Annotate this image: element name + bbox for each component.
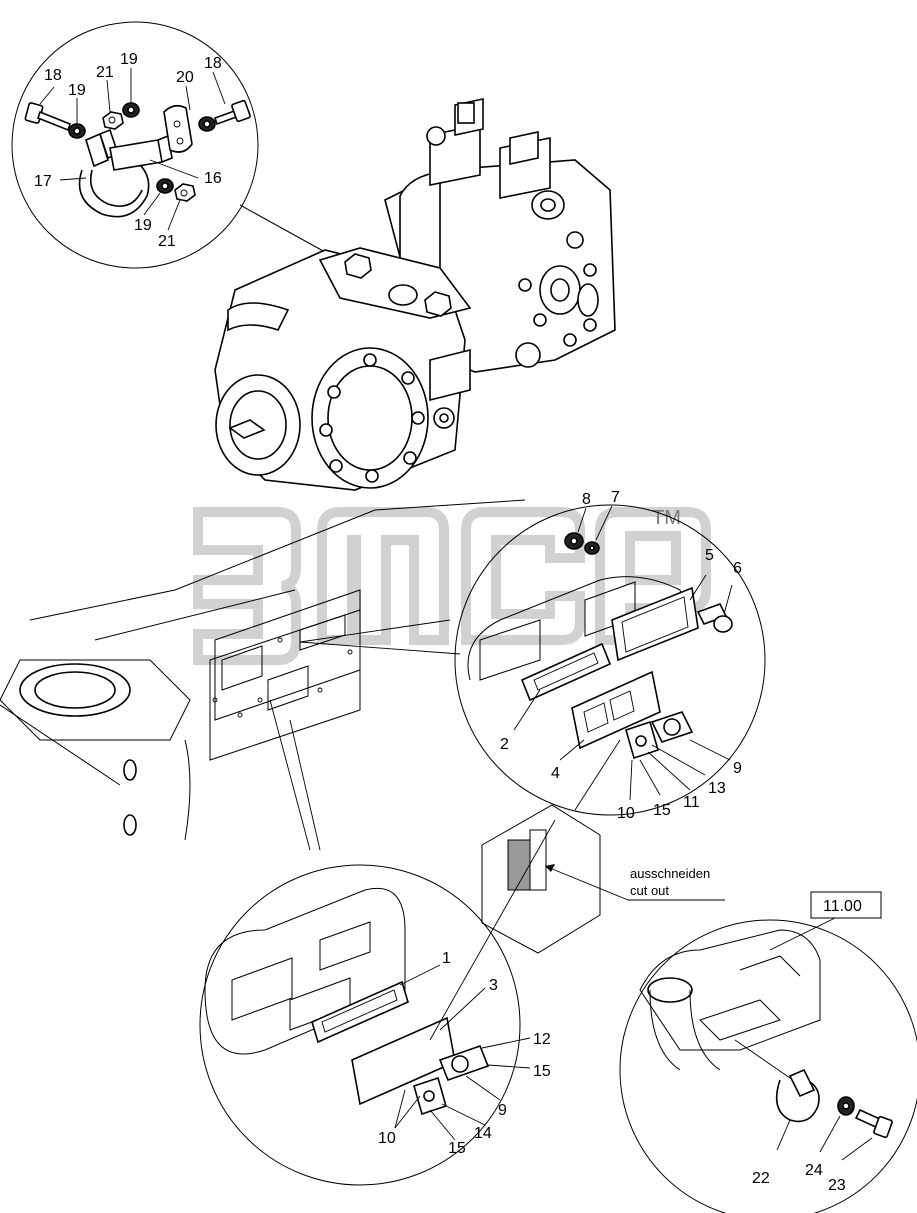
callout-21-bottom: 21 — [158, 233, 176, 250]
callout-20: 20 — [176, 69, 194, 86]
callout-5: 5 — [705, 547, 714, 564]
callout-19-bottom: 19 — [134, 217, 152, 234]
callout-6: 6 — [733, 560, 742, 577]
callout-15-upper: 15 — [653, 802, 671, 819]
plate-20 — [163, 104, 193, 153]
callout-23: 23 — [828, 1177, 846, 1194]
callout-9-lower: 9 — [498, 1102, 507, 1119]
frame-outline — [0, 499, 526, 851]
callout-19-top: 19 — [120, 51, 138, 68]
nut-21-top — [102, 111, 124, 130]
nut-21-bottom — [174, 183, 196, 202]
cover-detail-circle — [454, 504, 766, 816]
callout-19-left: 19 — [68, 82, 86, 99]
callout-2: 2 — [500, 736, 509, 753]
callout-18-right: 18 — [204, 55, 222, 72]
callout-8: 8 — [582, 491, 591, 508]
callout-1: 1 — [442, 950, 451, 967]
callout-10-upper: 10 — [617, 805, 635, 822]
hose-clamp-detail-circle: 11.00 — [619, 891, 917, 1213]
watermark-tm: TM — [652, 507, 681, 529]
cutout-note-de: ausschneiden — [630, 866, 710, 881]
cutout-note-en: cut out — [630, 883, 669, 898]
clamp-22 — [775, 1068, 820, 1123]
clamp-detail-circle — [11, 21, 326, 269]
hydraulic-pump-assembly — [214, 98, 616, 491]
callout-16: 16 — [204, 170, 222, 187]
reference-box — [810, 891, 882, 919]
callout-9-upper: 9 — [733, 760, 742, 777]
callout-11: 11 — [683, 794, 700, 811]
callout-15-right: 15 — [533, 1063, 551, 1080]
bolt-18-right — [213, 99, 251, 126]
cover-plate-5 — [611, 586, 699, 662]
lower-cover-detail-circle — [199, 819, 556, 1186]
callout-10-lower: 10 — [378, 1130, 396, 1147]
callout-4: 4 — [551, 765, 560, 782]
reference-box-label: 11.00 — [823, 898, 862, 915]
cutout-detail-box: ausschneiden cut out — [481, 804, 725, 954]
callout-13: 13 — [708, 780, 726, 797]
gasket-2 — [520, 642, 612, 702]
callout-7: 7 — [611, 489, 620, 506]
bolt-23 — [854, 1108, 893, 1139]
gasket-1 — [311, 980, 409, 1044]
callout-22: 22 — [752, 1170, 770, 1187]
callout-12: 12 — [533, 1031, 551, 1048]
bolt-18-left — [24, 102, 71, 132]
callout-21-top: 21 — [96, 64, 114, 81]
callout-17: 17 — [34, 173, 52, 190]
callout-24: 24 — [805, 1162, 823, 1179]
callout-15-lower: 15 — [448, 1140, 466, 1157]
callout-labels: 18 19 21 19 20 18 17 16 19 21 8 7 5 6 2 … — [34, 51, 846, 1194]
callout-18-left: 18 — [44, 67, 62, 84]
callout-14: 14 — [474, 1125, 492, 1142]
callout-3: 3 — [489, 977, 498, 994]
